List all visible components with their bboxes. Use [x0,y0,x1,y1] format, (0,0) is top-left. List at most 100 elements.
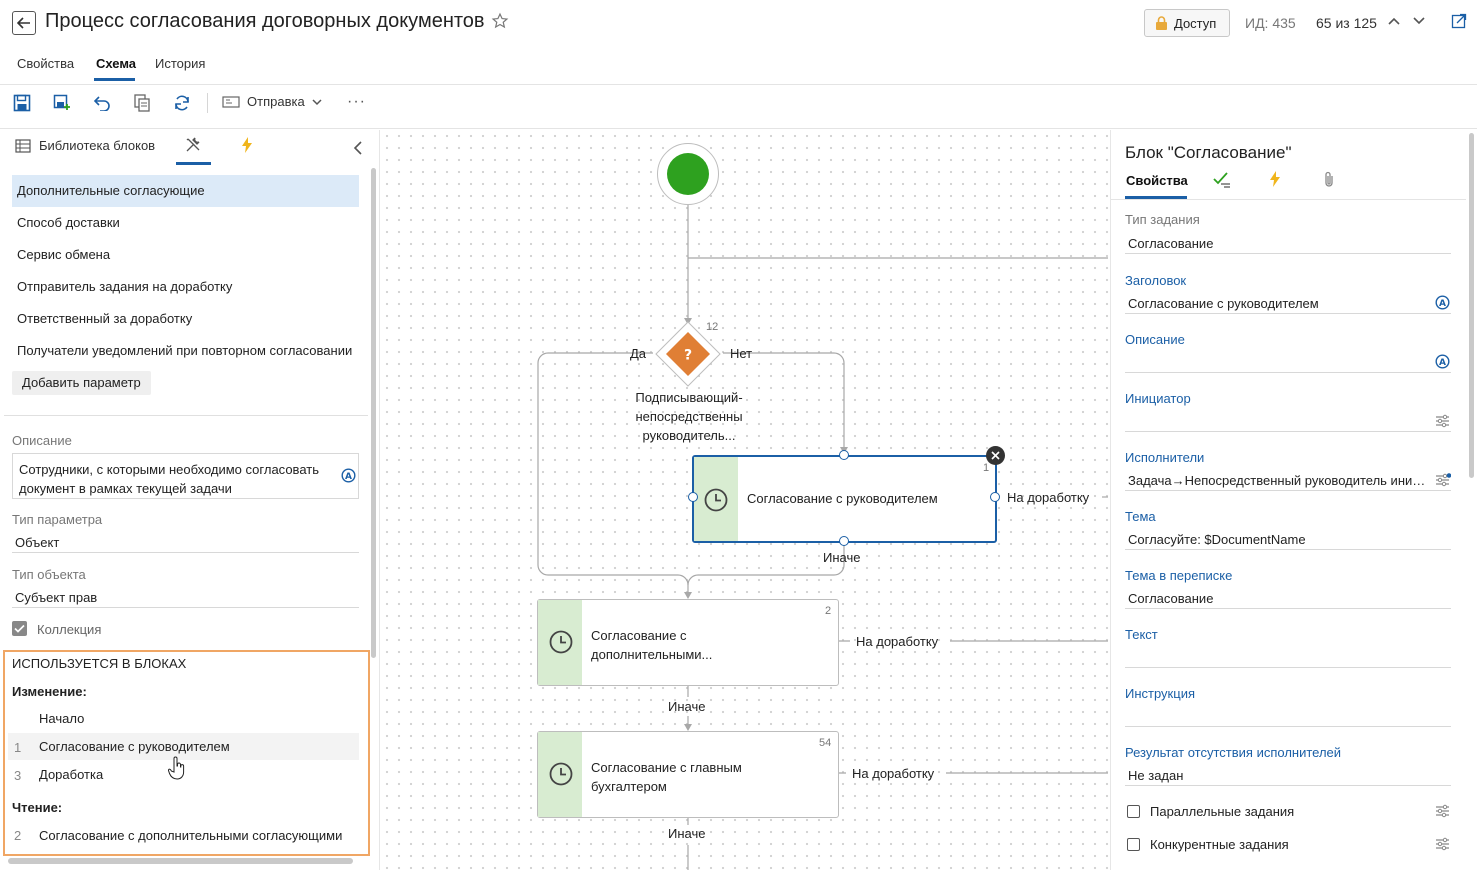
connection-handle[interactable] [839,536,849,546]
text-label[interactable]: Текст [1125,627,1158,642]
initiator-label[interactable]: Инициатор [1125,391,1191,406]
access-button[interactable]: Доступ [1144,9,1230,37]
refresh-button[interactable] [171,94,193,112]
description-field[interactable]: Сотрудники, с которыми необходимо соглас… [12,453,359,499]
copy-button[interactable] [131,94,153,112]
tab-block-library[interactable]: Библиотека блоков [15,138,155,153]
favorite-star-icon[interactable] [491,12,509,30]
document-id: ИД: 435 [1245,15,1296,31]
param-item[interactable]: Способ доставки [17,215,120,230]
heading-label[interactable]: Заголовок [1125,273,1187,288]
svg-text:?: ? [684,348,692,364]
approval-block-manager[interactable]: Согласование с руководителем 1 [692,455,997,543]
field-underline [1125,667,1451,668]
parallel-tasks-checkbox[interactable] [1127,805,1140,818]
description-label: Описание [12,433,72,448]
param-item[interactable]: Отправитель задания на доработку [17,279,233,294]
svg-text:A: A [1439,299,1446,309]
pager-counter: 65 из 125 [1316,15,1377,31]
description-label[interactable]: Описание [1125,332,1185,347]
horizontal-scrollbar[interactable] [8,858,353,864]
executors-value[interactable]: Задача→Непосредственный руководитель ини… [1128,473,1428,488]
task-type-value[interactable]: Согласование [1128,236,1214,251]
undo-button[interactable] [91,94,113,112]
hand-cursor-icon [168,756,186,780]
vertical-scrollbar[interactable] [371,168,376,658]
param-item[interactable]: Сервис обмена [17,247,111,262]
vertical-scrollbar[interactable] [1469,133,1474,478]
clock-icon [549,762,573,786]
tab-attachments[interactable] [1323,171,1335,188]
param-item[interactable]: Получатели уведомлений при повторном сог… [17,343,353,358]
tab-results[interactable] [1212,171,1232,189]
mail-subject-label[interactable]: Тема в переписке [1125,568,1233,583]
collapse-panel-button[interactable] [352,141,364,155]
tab-block-properties[interactable]: Свойства [1126,173,1188,188]
toolbar [0,85,1477,129]
decision-label: Подписывающий- непосредственны руководит… [619,388,759,445]
absence-result-value[interactable]: Не задан [1128,768,1184,783]
add-parameter-button[interactable]: Добавить параметр [12,371,151,395]
param-item[interactable]: Дополнительные согласующие [12,175,359,207]
tab-events[interactable] [241,137,253,153]
collection-checkbox[interactable] [12,621,27,636]
tab-parameters[interactable] [184,136,202,154]
block-title-line: бухгалтером [591,779,667,794]
previous-record-button[interactable] [1386,13,1402,29]
external-link-icon [1451,13,1467,29]
otherwise-label: Иначе [823,550,861,565]
sliders-icon[interactable] [1435,837,1450,851]
block-title: Согласование с главным бухгалтером [591,758,742,796]
tab-history[interactable]: История [155,56,206,71]
paperclip-icon [1325,171,1333,187]
tab-events[interactable] [1269,171,1281,187]
executors-label[interactable]: Исполнители [1125,450,1205,465]
more-options-button[interactable]: ··· [347,93,366,110]
back-button[interactable] [12,11,36,35]
object-type-label: Тип объекта [12,567,86,582]
connection-handle[interactable] [839,450,849,460]
concurrent-tasks-checkbox[interactable] [1127,838,1140,851]
instruction-label[interactable]: Инструкция [1125,686,1195,701]
object-type-value[interactable]: Субъект прав [15,590,98,605]
lightning-icon [1270,171,1280,187]
decision-label-line: непосредственны [635,409,743,424]
mail-subject-value[interactable]: Согласование [1128,591,1214,606]
block-title: Согласование с дополнительными... [591,626,712,664]
save-button[interactable] [11,94,33,112]
decision-node[interactable]: ? [655,321,721,387]
connection-handle[interactable] [990,492,1000,502]
used-in-item[interactable]: 1 Согласование с руководителем [8,733,359,760]
connection-handle[interactable] [688,492,698,502]
used-in-item[interactable]: 3 Доработка [8,761,359,788]
otherwise-label: Иначе [668,826,706,841]
approval-block-additional[interactable]: Согласование с дополнительными... 2 [537,599,839,686]
heading-value[interactable]: Согласование с руководителем [1128,296,1319,311]
localization-icon[interactable]: A [1435,354,1450,369]
delete-block-button[interactable] [986,446,1005,465]
approval-block-chief-accountant[interactable]: Согласование с главным бухгалтером 54 [537,731,839,818]
sliders-icon[interactable] [1435,414,1450,428]
library-label: Библиотека блоков [39,138,156,153]
used-in-item[interactable]: Начало [8,704,359,731]
next-record-button[interactable] [1411,13,1427,29]
tab-schema[interactable]: Схема [96,56,137,71]
start-node[interactable] [657,143,719,205]
param-item[interactable]: Ответственный за доработку [17,311,193,326]
tab-properties[interactable]: Свойства [17,56,75,71]
decision-label-line: руководитель... [642,428,736,443]
sliders-icon[interactable] [1435,804,1450,818]
field-underline [12,607,359,608]
param-type-value[interactable]: Объект [15,535,60,550]
localization-icon[interactable]: A [1435,295,1450,310]
open-in-new-window-button[interactable] [1451,13,1467,29]
localization-icon[interactable]: A [341,468,356,483]
sliders-icon[interactable] [1435,473,1451,487]
subject-value[interactable]: Согласуйте: $DocumentName [1128,532,1306,547]
used-in-item[interactable]: 2 Согласование с дополнительными согласу… [8,822,359,849]
absence-result-label[interactable]: Результат отсутствия исполнителей [1125,745,1342,760]
save-icon [13,94,31,112]
send-dropdown-button[interactable]: Отправка [222,94,322,109]
subject-label[interactable]: Тема [1125,509,1156,524]
save-copy-button[interactable] [51,94,73,112]
